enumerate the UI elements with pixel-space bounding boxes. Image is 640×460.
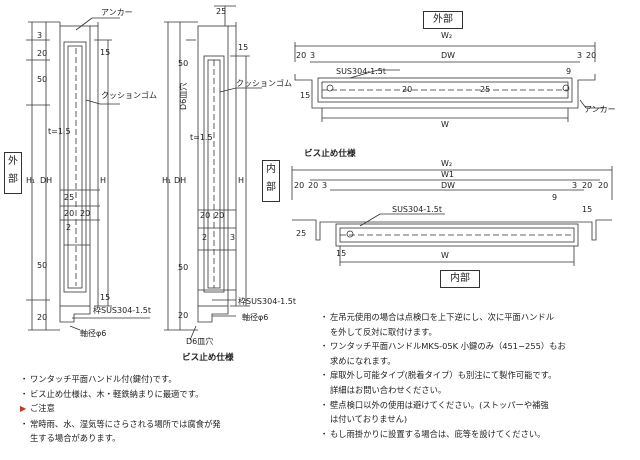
notes-left: ・ワンタッチ平面ハンドル付(鍵付)です。 ・ビス止め仕様は、木・軽鉄納まりに最適… <box>20 372 221 446</box>
dh-left-label: DH <box>40 176 52 185</box>
dim-bottom-9: 9 <box>552 193 557 202</box>
anchor-right-label: アンカー <box>584 105 616 114</box>
dim-mid-3: 3 <box>230 233 235 242</box>
interior-vertical-char-2: 部 <box>266 182 276 193</box>
top-plan-view <box>294 42 604 122</box>
dim-top-3a: 3 <box>310 51 315 60</box>
exterior-top-box: 外部 <box>423 11 463 29</box>
note-left-line: 生する場合があります。 <box>30 433 121 444</box>
middle-section-view <box>164 5 262 341</box>
note-right-line: を外して反対に取付けます。 <box>330 326 437 337</box>
dim-mid-20b: 20 <box>214 211 224 220</box>
dim-left-15: 15 <box>100 48 110 57</box>
w1-bottom-label: W1 <box>441 170 454 179</box>
dh-mid-label: DH <box>174 176 186 185</box>
note-right-line: 詳細はお問い合わせください。 <box>330 384 447 395</box>
dim-bottom-3a: 3 <box>322 181 327 190</box>
note-right-line: ・壁点検口以外の使用は避けてください。(ストッパーや補強 <box>320 399 549 410</box>
cushion-rubber-mid-label: クッションゴム <box>236 78 292 88</box>
anchor-label: アンカー <box>101 8 133 17</box>
dim-mid-15: 15 <box>238 43 248 52</box>
exterior-vertical-char-2: 部 <box>8 174 18 185</box>
interior-vertical-box: 内 部 <box>262 160 280 202</box>
dim-mid-50b: 50 <box>178 263 188 272</box>
note-left-line: ▶ご注意 <box>20 401 221 417</box>
note-left-line: ・常時雨、水、湿気等にさらされる場所では腐食が発 <box>20 418 221 429</box>
w-bottom-label: W <box>441 251 449 260</box>
dim-top-20c: 20 <box>402 85 412 94</box>
dim-bottom-20b: 20 <box>308 181 318 190</box>
dim-bottom-3b: 3 <box>572 181 577 190</box>
interior-vertical-char-1: 内 <box>266 164 276 175</box>
dim-left-50: 50 <box>37 75 47 84</box>
dim-bottom-15b: 15 <box>336 249 346 258</box>
w2-top-label: W₂ <box>441 31 452 40</box>
dim-top-20b: 20 <box>586 51 596 60</box>
exterior-vertical-box: 外 部 <box>4 152 22 194</box>
dim-mid-20c: 20 <box>178 311 188 320</box>
thickness-mid-label: t=1.5 <box>190 133 213 142</box>
w2-bottom-label: W₂ <box>441 159 452 168</box>
dw-bottom-label: DW <box>441 181 455 190</box>
dim-left-20b: 20 <box>64 209 74 218</box>
dim-left-15b: 15 <box>100 293 110 302</box>
sus-bottom-label: SUS304-1.5t <box>392 205 442 214</box>
left-section-view <box>26 17 150 331</box>
screw-spec-caption-left: ビス止め仕様 <box>182 353 234 363</box>
dim-top-25: 25 <box>480 85 490 94</box>
note-right-line: ・もし雨掛かりに設置する場合は、庇等を設けてください。 <box>320 428 546 439</box>
dim-left-50b: 50 <box>37 261 47 270</box>
d6-hole-bottom-label: D6皿穴 <box>186 336 213 346</box>
note-left-line: ・ビス止め仕様は、木・軽鉄納まりに最適です。 <box>20 388 204 399</box>
dim-left-20a: 20 <box>37 49 47 58</box>
dim-bottom-20c: 20 <box>582 181 592 190</box>
cushion-rubber-label: クッションゴム <box>101 90 157 100</box>
dim-mid-2: 2 <box>202 233 207 242</box>
screw-spec-caption-right: ビス止め仕様 <box>304 149 356 159</box>
dim-top-20a: 20 <box>296 51 306 60</box>
note-left-line: ・ワンタッチ平面ハンドル付(鍵付)です。 <box>20 374 177 384</box>
h-mid-label: H <box>238 176 244 185</box>
dim-left-20d: 20 <box>37 313 47 322</box>
dim-mid-25: 25 <box>216 7 226 16</box>
frame-material-mid-label: 枠SUS304-1.5t <box>238 296 296 306</box>
d6-hole-label: D6皿穴 <box>178 83 188 110</box>
exterior-vertical-char-1: 外 <box>8 156 18 167</box>
note-right-line: ・ワンタッチ平面ハンドルMKS-05K 小鍵のみ（451−255）もお <box>320 341 566 352</box>
frame-material-left-label: 枠SUS304-1.5t <box>93 305 151 315</box>
dim-top-3b: 3 <box>577 51 582 60</box>
note-right-line: ・扉取外し可能タイプ(脱着タイプ）も別注にて製作可能です。 <box>320 370 557 381</box>
note-right-line: は付いておりません) <box>330 414 408 425</box>
bottom-plan-view <box>291 166 613 266</box>
h1-mid-label: H₁ <box>162 176 171 185</box>
dim-bottom-20d: 20 <box>598 181 608 190</box>
dim-bottom-15a: 15 <box>582 205 592 214</box>
sus-top-label: SUS304-1.5t <box>336 67 386 76</box>
dim-left-2: 2 <box>66 223 71 232</box>
h-left-label: H <box>100 176 106 185</box>
shaft-mid-label: 軸径φ6 <box>242 312 268 322</box>
dim-left-25: 25 <box>64 193 74 202</box>
dw-top-label: DW <box>441 51 455 60</box>
dim-mid-20a: 20 <box>200 211 210 220</box>
dim-left-20c: 20 <box>80 209 90 218</box>
dim-top-9: 9 <box>566 67 571 76</box>
dim-top-15: 15 <box>300 91 310 100</box>
dim-bottom-20a: 20 <box>294 181 304 190</box>
w-top-label: W <box>441 120 449 129</box>
notes-right: ・左吊元使用の場合は点検口を上下逆にし、次に平面ハンドル を外して反対に取付けま… <box>320 310 566 441</box>
thickness-left-label: t=1.5 <box>48 127 71 136</box>
dim-mid-50: 50 <box>178 59 188 68</box>
caution-triangle-icon: ▶ <box>20 404 27 414</box>
dim-left-3: 3 <box>37 31 42 40</box>
note-right-line: 求めになれます。 <box>330 355 396 366</box>
h1-left-label: H₁ <box>26 176 35 185</box>
note-right-line: ・左吊元使用の場合は点検口を上下逆にし、次に平面ハンドル <box>320 312 555 322</box>
dim-bottom-25: 25 <box>296 229 306 238</box>
shaft-left-label: 軸径φ6 <box>80 328 106 338</box>
interior-bottom-box: 内部 <box>440 270 480 288</box>
